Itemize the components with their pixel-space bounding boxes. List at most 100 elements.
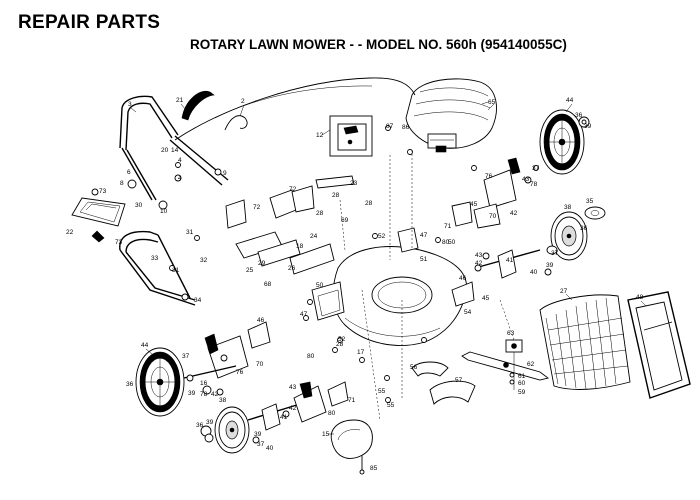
callout: 37 <box>532 165 540 172</box>
callout: 73 <box>99 188 107 195</box>
callout: 21 <box>176 97 184 104</box>
callout: 17 <box>357 349 365 356</box>
callout: 86 <box>402 124 410 131</box>
callout: 43 <box>522 176 530 183</box>
callout: 47 <box>420 232 428 239</box>
callout: 4 <box>178 175 182 182</box>
callout: 69 <box>341 217 349 224</box>
diagram-title: ROTARY LAWN MOWER - - MODEL NO. 560h (95… <box>190 37 567 52</box>
callout: 2 <box>241 98 245 105</box>
callout: 31 <box>186 229 194 236</box>
handle-bracket-parts <box>225 175 355 275</box>
callout: 39 <box>206 419 214 426</box>
control-bail <box>181 90 215 121</box>
callout: 28 <box>332 192 340 199</box>
callout: 46 <box>459 275 467 282</box>
callout: 48 <box>636 294 644 301</box>
callout: 37 <box>257 441 265 448</box>
callout: 57 <box>455 377 463 384</box>
callout: 42 <box>510 210 518 217</box>
callout: 70 <box>489 213 497 220</box>
callout: 9 <box>223 170 227 177</box>
callout: 41 <box>280 414 288 421</box>
callout: 40 <box>530 269 538 276</box>
callout: 37 <box>551 250 559 257</box>
callout: 55 <box>387 402 395 409</box>
callout: 72 <box>253 204 261 211</box>
callout: 25 <box>246 267 254 274</box>
callout: 55 <box>378 388 386 395</box>
callout: 23 <box>350 180 358 187</box>
mulch-plug <box>411 361 449 377</box>
callout: 27 <box>560 288 568 295</box>
callout: 28 <box>365 200 373 207</box>
bag-frame-mount <box>71 197 126 243</box>
callout: 39 <box>584 123 592 130</box>
callout: 4 <box>178 157 182 164</box>
callout: 20 <box>161 147 169 154</box>
callout: 32 <box>200 257 208 264</box>
lower-handle <box>119 230 196 306</box>
callout: 47 <box>300 311 308 318</box>
engine <box>405 78 497 153</box>
callout: 73 <box>115 239 123 246</box>
callout: 43 <box>209 341 217 348</box>
callout: 70 <box>256 361 264 368</box>
front-wheel-right <box>550 211 588 261</box>
callout: 50 <box>316 282 324 289</box>
callout: 40 <box>266 445 274 452</box>
callout: 85 <box>370 465 378 472</box>
grass-bag <box>539 294 631 390</box>
callout: 12 <box>316 132 324 139</box>
callout: 39 <box>546 262 554 269</box>
callout: 71 <box>348 397 356 404</box>
callout: 36 <box>126 381 134 388</box>
control-panel <box>329 115 373 157</box>
height-adjuster-front-left <box>293 381 349 423</box>
callout: 46 <box>257 317 265 324</box>
callout: 71 <box>444 223 452 230</box>
callout: 35 <box>586 198 594 205</box>
callout: 36 <box>196 422 204 429</box>
callout: 28 <box>336 341 344 348</box>
callout: 24 <box>310 233 318 240</box>
callout: 42 <box>211 391 219 398</box>
callout: 30 <box>135 202 143 209</box>
callout: 39 <box>254 431 262 438</box>
callout: 80 <box>442 239 450 246</box>
callout: 76 <box>485 173 493 180</box>
callout: 42 <box>475 260 483 267</box>
callout: 72 <box>289 186 297 193</box>
throttle-cable <box>224 115 248 131</box>
callout: 22 <box>66 229 74 236</box>
callout: 59 <box>518 389 526 396</box>
callout: 18 <box>296 243 304 250</box>
page-heading: REPAIR PARTS <box>18 12 161 33</box>
callout: 43 <box>289 384 297 391</box>
callout: 56 <box>410 364 418 371</box>
callout: 65 <box>488 99 496 106</box>
callout: 43 <box>475 252 483 259</box>
callout: 68 <box>264 281 272 288</box>
callout: 3 <box>128 101 132 108</box>
callout: 37 <box>182 353 190 360</box>
callout: 6 <box>127 169 131 176</box>
callout-labels: 2 3 4 4 6 8 9 10 12 14 15 16 17 18 20 21… <box>66 97 644 472</box>
callout: 15 <box>322 431 330 438</box>
callout: 38 <box>564 204 572 211</box>
rear-wheel-left <box>135 347 185 417</box>
callout: 29 <box>258 260 266 267</box>
callout: 38 <box>219 397 227 404</box>
callout: 45 <box>470 201 478 208</box>
callout: 36 <box>580 225 588 232</box>
callout: 44 <box>141 342 149 349</box>
callout: 31 <box>172 267 180 274</box>
callout: 78 <box>530 181 538 188</box>
callout: 33 <box>151 255 159 262</box>
callout: 41 <box>506 257 514 264</box>
callout: 34 <box>194 297 202 304</box>
callout: 80 <box>328 410 336 417</box>
callout: 36 <box>575 112 583 119</box>
callout: 80 <box>307 353 315 360</box>
